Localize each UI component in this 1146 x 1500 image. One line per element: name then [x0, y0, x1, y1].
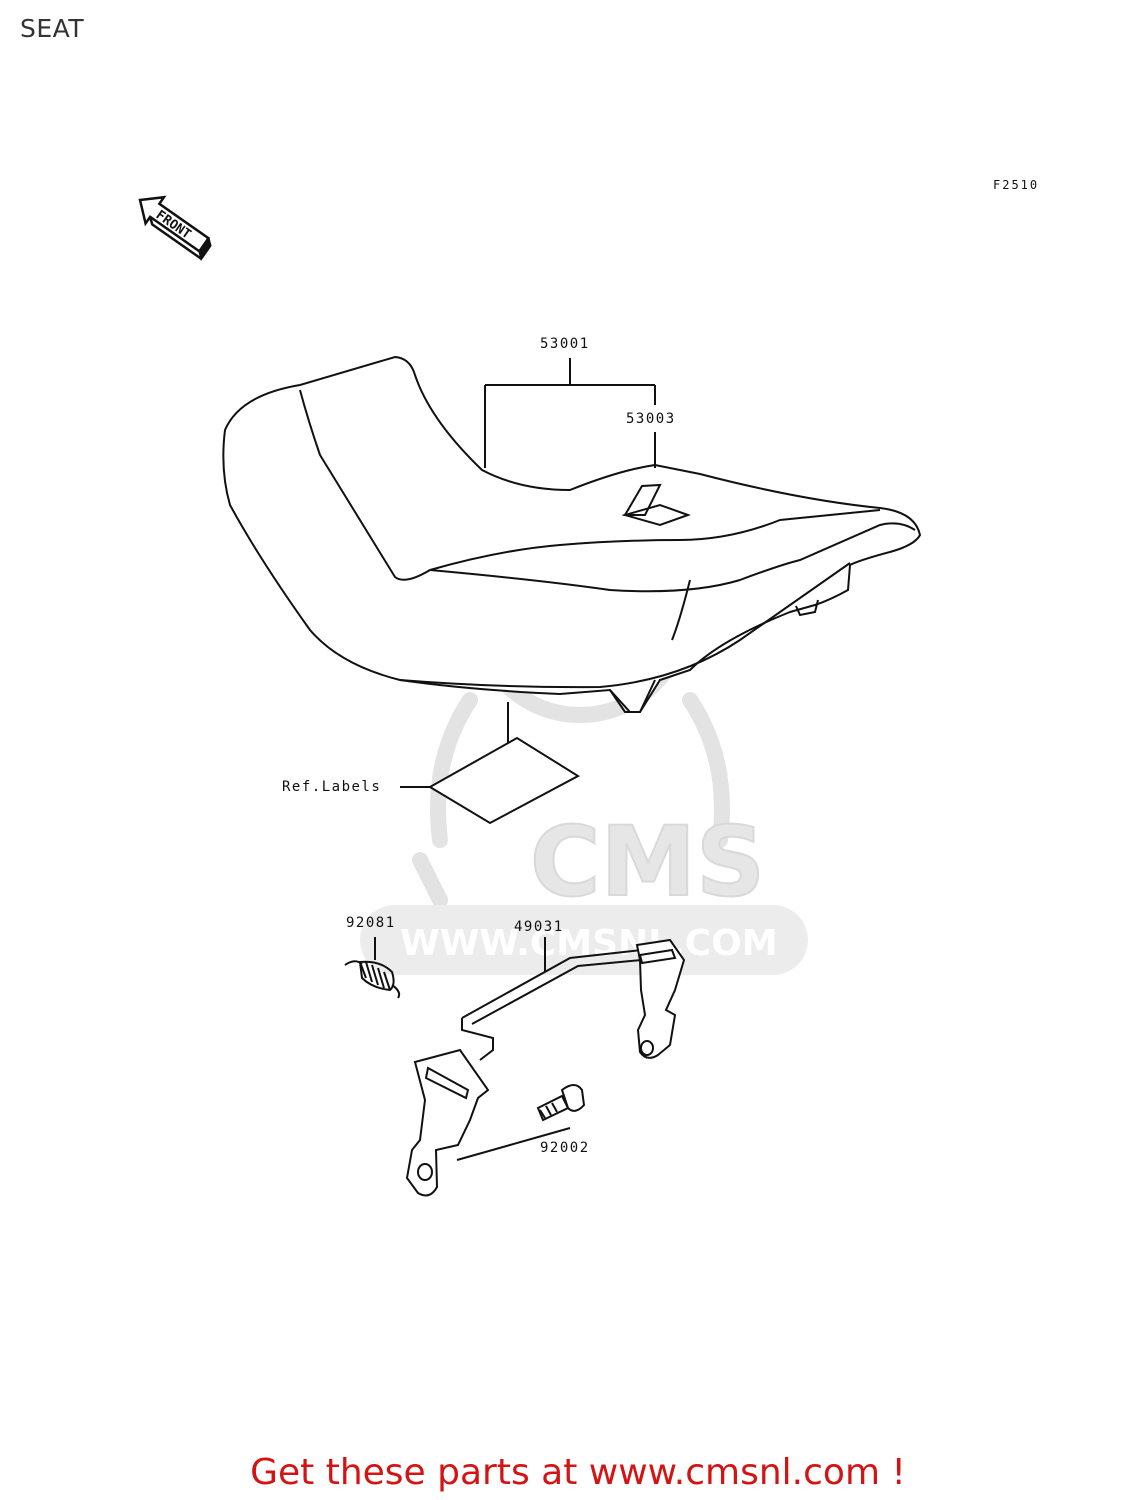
- callout-ref-labels: Ref.Labels: [282, 779, 382, 795]
- footer-promo: Get these parts at www.cmsnl.com !: [0, 1452, 1146, 1493]
- leader-lines: [374, 358, 656, 1161]
- figure-code: F2510: [993, 178, 1040, 192]
- callout-seat-emblem: 53003: [626, 411, 676, 427]
- watermark-url-pill: [360, 905, 808, 975]
- callout-seat: 53001: [540, 336, 590, 352]
- callout-spring: 92081: [346, 915, 396, 931]
- front-arrow-icon: FRONT: [138, 195, 212, 262]
- hook-bracket-illustration: [405, 938, 686, 1197]
- callout-bolt: 92002: [540, 1140, 590, 1156]
- footer-link[interactable]: Get these parts at www.cmsnl.com !: [250, 1452, 906, 1493]
- ref-label-sheet: [428, 736, 580, 825]
- callout-hook-bracket: 49031: [514, 919, 564, 935]
- watermark-url: WWW.CMSNL.COM: [400, 923, 778, 964]
- page-title: SEAT: [20, 14, 85, 43]
- seat-illustration: [222, 355, 922, 713]
- bolt-illustration: [536, 1084, 586, 1122]
- watermark-logo: CMS: [530, 806, 765, 918]
- spring-illustration: [344, 960, 401, 999]
